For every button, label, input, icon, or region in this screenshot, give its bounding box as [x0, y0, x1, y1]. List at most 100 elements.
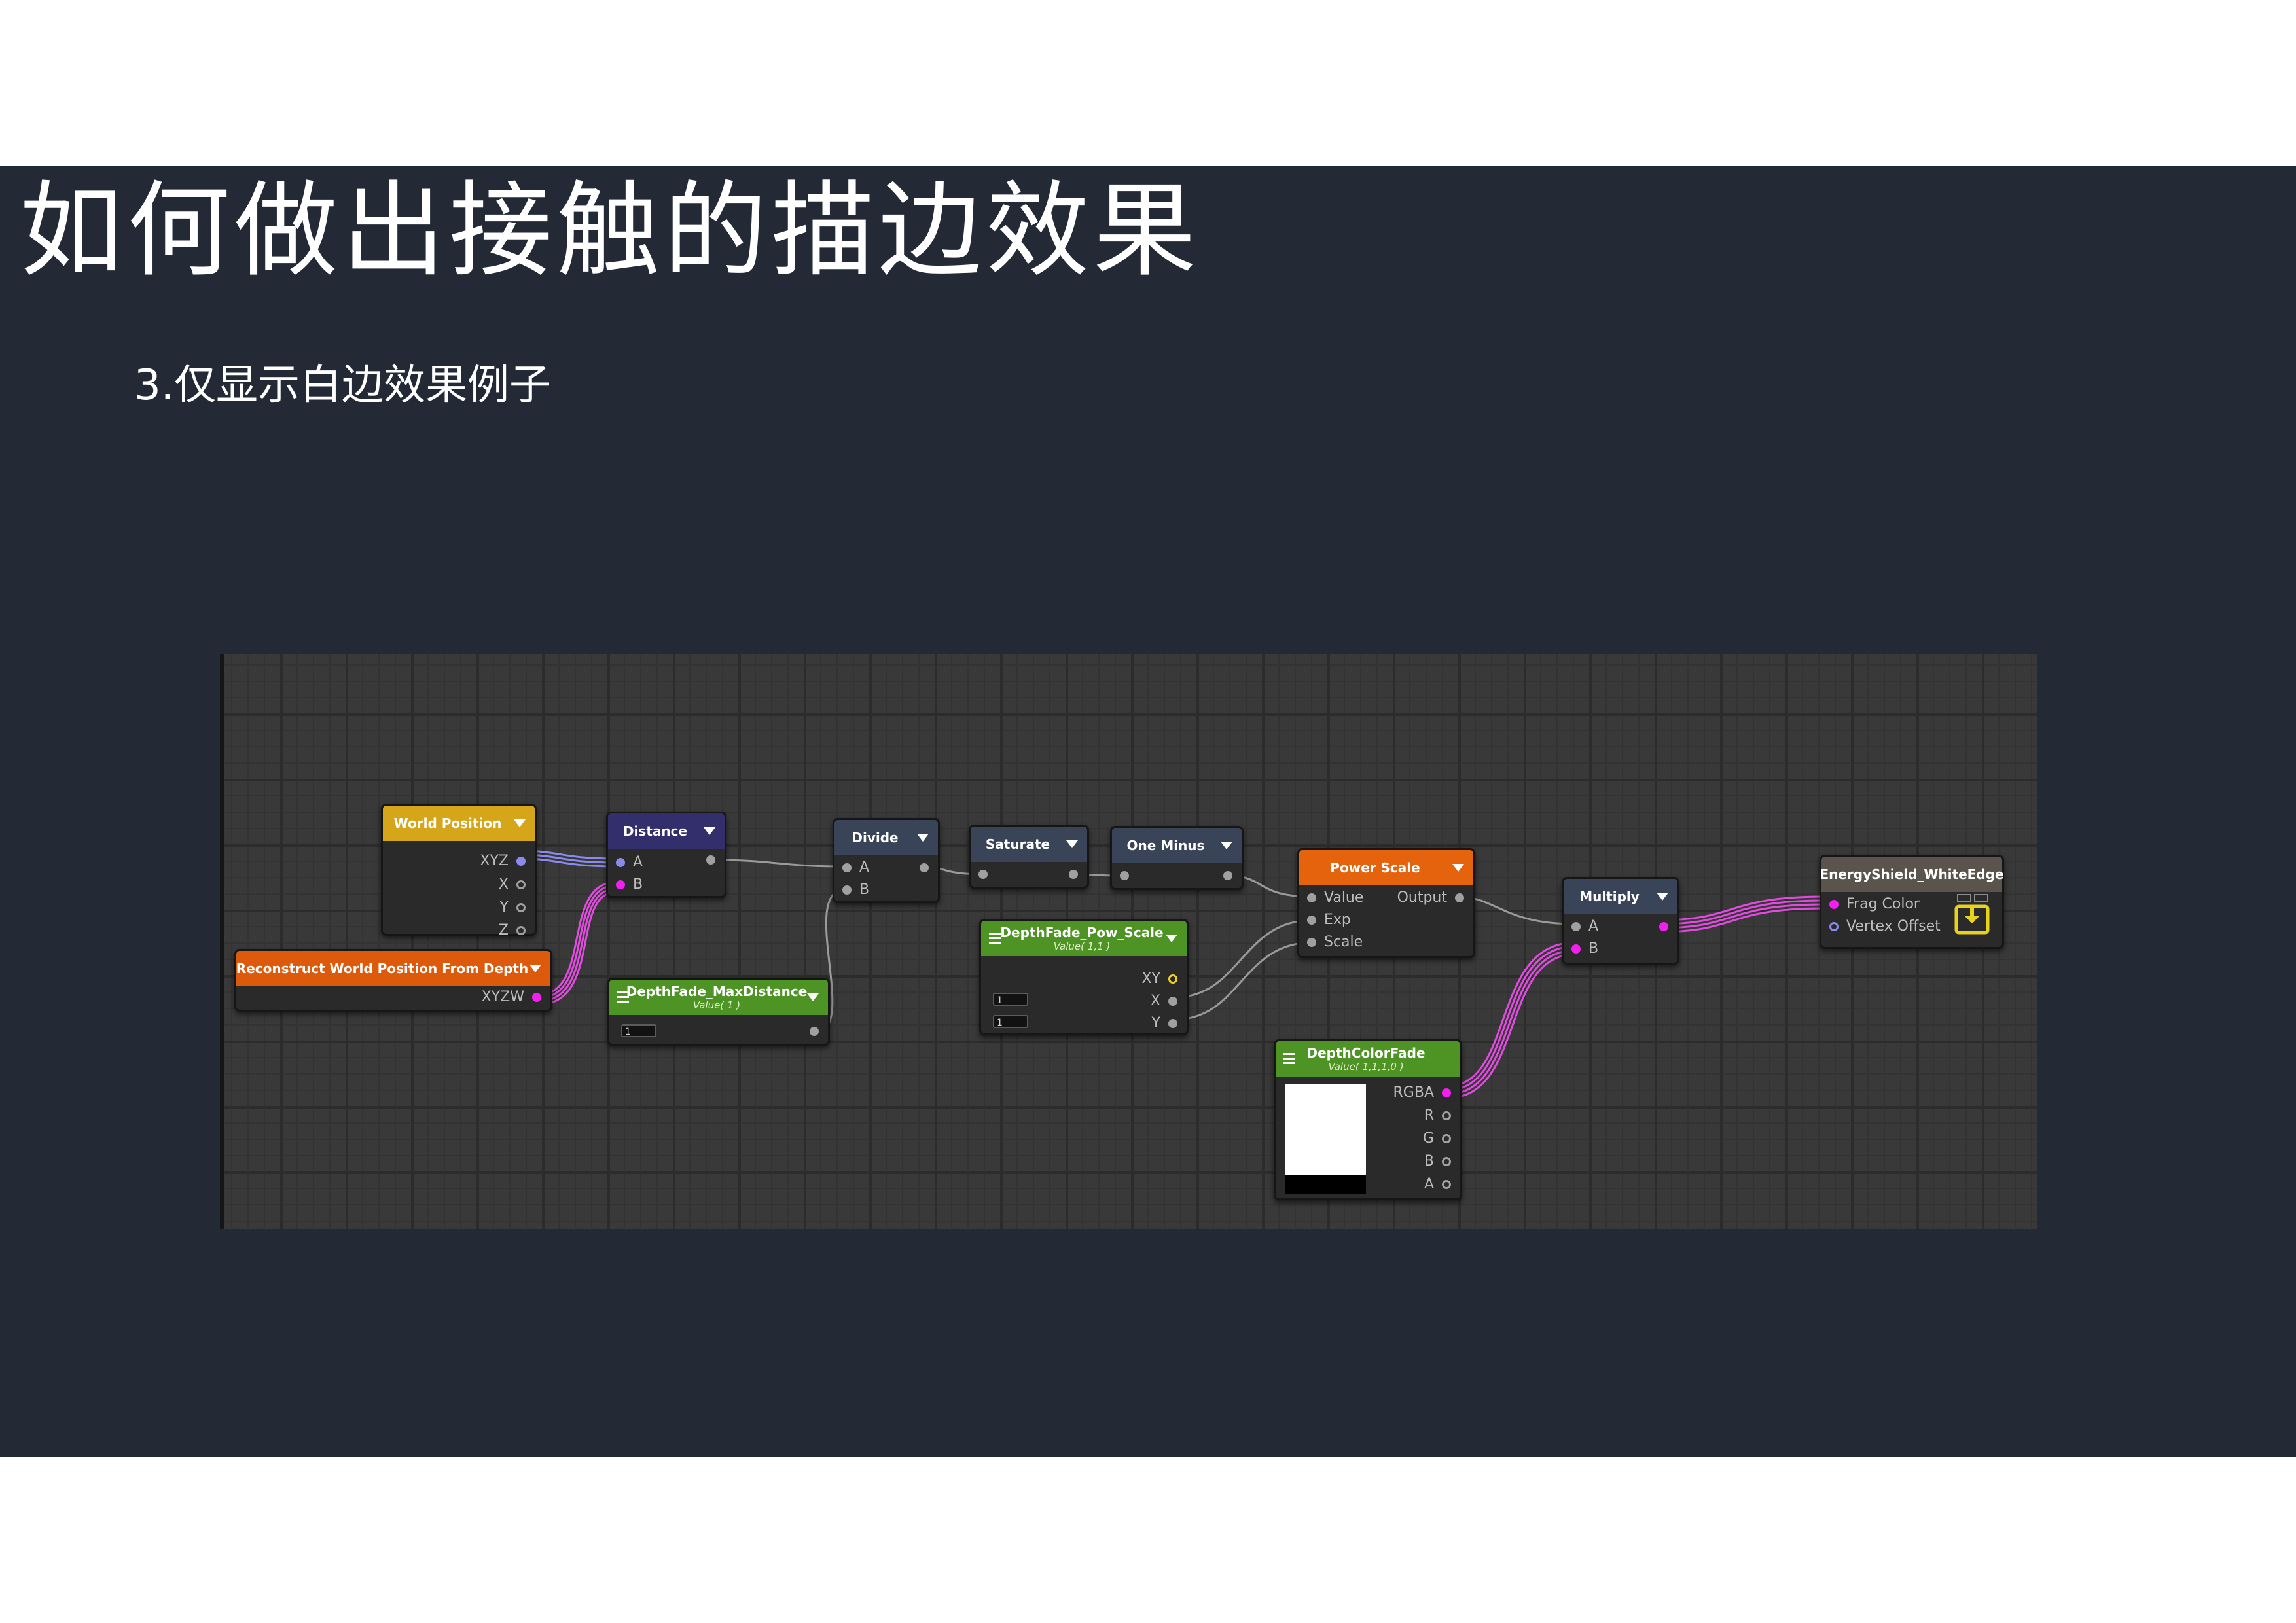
port-label-xyzw: XYZW: [481, 989, 524, 1005]
port-label-b: B: [1588, 940, 1599, 957]
menu-icon[interactable]: [1283, 1053, 1295, 1065]
node-title: Multiply: [1579, 889, 1640, 904]
wire-reconstruct-to-distance-b: [537, 881, 617, 1006]
port-label-z: Z: [498, 922, 509, 938]
node-title: Power Scale: [1330, 860, 1420, 876]
input-port-frag-color[interactable]: [1829, 900, 1839, 909]
output-port-z[interactable]: [516, 926, 526, 935]
port-label-a: A: [1424, 1176, 1434, 1192]
collapse-arrow-icon[interactable]: [1221, 842, 1232, 849]
node-world-position[interactable]: World Position XYZ X Y Z: [381, 804, 537, 938]
node-depthcolorfade[interactable]: DepthColorFade Value( 1,1,1,0 ) RGBA R G…: [1274, 1039, 1462, 1200]
menu-icon[interactable]: [989, 933, 1001, 944]
output-port-b[interactable]: [1442, 1157, 1451, 1166]
port-label-x: X: [1150, 993, 1160, 1009]
value-field-y[interactable]: 1: [993, 1015, 1028, 1028]
node-subtitle: Value( 1,1,1,0 ): [1328, 1061, 1404, 1073]
collapse-arrow-icon[interactable]: [704, 827, 715, 835]
output-port[interactable]: [920, 863, 929, 872]
node-distance[interactable]: Distance A B: [606, 812, 726, 898]
port-label-frag-color: Frag Color: [1846, 896, 1920, 912]
port-label-y: Y: [499, 899, 509, 916]
wire-powscale-x-to-exp: [1174, 919, 1314, 999]
input-port-value[interactable]: [1307, 893, 1316, 902]
port-label-x: X: [498, 876, 509, 893]
output-port-xyzw[interactable]: [532, 993, 541, 1002]
input-port-a[interactable]: [1571, 922, 1581, 931]
output-port[interactable]: [1455, 893, 1464, 902]
output-port-x[interactable]: [516, 880, 526, 889]
collapse-arrow-icon[interactable]: [1166, 935, 1177, 942]
node-subtitle: Value( 1 ): [692, 999, 741, 1011]
input-port[interactable]: [978, 870, 988, 879]
port-label-y: Y: [1151, 1015, 1160, 1031]
input-port-b[interactable]: [1571, 944, 1581, 954]
port-label-output: Output: [1397, 889, 1447, 906]
port-label-vertex-offset: Vertex Offset: [1846, 918, 1941, 935]
input-port-b[interactable]: [842, 885, 852, 895]
menu-icon[interactable]: [617, 991, 629, 1003]
output-port-x[interactable]: [1168, 997, 1177, 1006]
port-label-a: A: [633, 854, 643, 870]
output-port-g[interactable]: [1442, 1134, 1451, 1143]
port-label-rgba: RGBA: [1393, 1084, 1434, 1101]
collapse-arrow-icon[interactable]: [1452, 864, 1464, 872]
output-port-xyz[interactable]: [516, 857, 526, 866]
output-port[interactable]: [1069, 870, 1078, 879]
collapse-arrow-icon[interactable]: [917, 834, 929, 842]
port-label-b: B: [633, 876, 643, 893]
output-port-a[interactable]: [1442, 1180, 1451, 1189]
port-label-r: R: [1424, 1107, 1434, 1124]
graph-left-edge: [220, 654, 224, 1229]
output-port-y[interactable]: [516, 903, 526, 912]
collapse-arrow-icon[interactable]: [1066, 840, 1078, 848]
output-port[interactable]: [1223, 871, 1232, 880]
node-power-scale[interactable]: Power Scale Value Exp Scale Output: [1297, 848, 1475, 958]
port-label-a: A: [1588, 918, 1599, 935]
collapse-arrow-icon[interactable]: [514, 819, 526, 827]
node-subtitle: Value( 1,1 ): [1053, 940, 1111, 952]
input-port[interactable]: [1120, 871, 1129, 880]
alpha-band: [1285, 1175, 1366, 1194]
node-reconstruct-world-position[interactable]: Reconstruct World Position From Depth XY…: [234, 949, 552, 1012]
node-master-output[interactable]: EnergyShield_WhiteEdge Frag Color Vertex…: [1820, 855, 2004, 949]
node-title: One Minus: [1126, 838, 1205, 853]
node-title: Distance: [622, 823, 688, 839]
input-port-a[interactable]: [616, 858, 625, 867]
shader-graph-canvas[interactable]: World Position XYZ X Y Z Reconstruct Wor…: [220, 654, 2037, 1229]
color-preview-swatch[interactable]: [1285, 1084, 1366, 1194]
node-saturate[interactable]: Saturate: [969, 825, 1089, 889]
output-port-xy[interactable]: [1168, 974, 1177, 984]
output-port-r[interactable]: [1442, 1111, 1451, 1120]
node-title: World Position: [393, 815, 502, 831]
input-port-a[interactable]: [842, 863, 852, 872]
port-label-xy: XY: [1141, 971, 1160, 987]
download-icon[interactable]: [1954, 893, 1990, 935]
slide-title: 如何做出接触的描边效果: [20, 171, 1200, 291]
collapse-arrow-icon[interactable]: [1657, 893, 1668, 901]
output-port-y[interactable]: [1168, 1019, 1177, 1028]
output-port[interactable]: [1659, 922, 1668, 931]
input-port-b[interactable]: [616, 880, 625, 889]
node-one-minus[interactable]: One Minus: [1110, 826, 1244, 890]
input-port-vertex-offset[interactable]: [1829, 922, 1839, 931]
port-label-scale: Scale: [1324, 934, 1363, 950]
port-label-value: Value: [1324, 889, 1364, 906]
node-depthfade-maxdistance[interactable]: DepthFade_MaxDistance Value( 1 ) 1: [607, 978, 830, 1046]
value-field-x[interactable]: 1: [993, 993, 1028, 1006]
node-divide[interactable]: Divide A B: [833, 818, 940, 903]
input-port-scale[interactable]: [1307, 938, 1316, 947]
node-multiply[interactable]: Multiply A B: [1562, 877, 1679, 965]
collapse-arrow-icon[interactable]: [807, 993, 819, 1001]
input-port-exp[interactable]: [1307, 916, 1316, 925]
wire-powscale-y-to-scale: [1174, 941, 1314, 1021]
node-depthfade-pow-scale[interactable]: DepthFade_Pow_Scale Value( 1,1 ) XY 1 X …: [979, 919, 1189, 1035]
value-field[interactable]: 1: [621, 1024, 656, 1037]
collapse-arrow-icon[interactable]: [529, 965, 541, 972]
node-title: EnergyShield_WhiteEdge: [1820, 866, 2004, 882]
output-port[interactable]: [706, 855, 715, 865]
port-label-xyz: XYZ: [480, 853, 509, 869]
node-title: Reconstruct World Position From Depth: [236, 961, 529, 976]
output-port[interactable]: [810, 1027, 819, 1036]
output-port-rgba[interactable]: [1442, 1088, 1451, 1097]
